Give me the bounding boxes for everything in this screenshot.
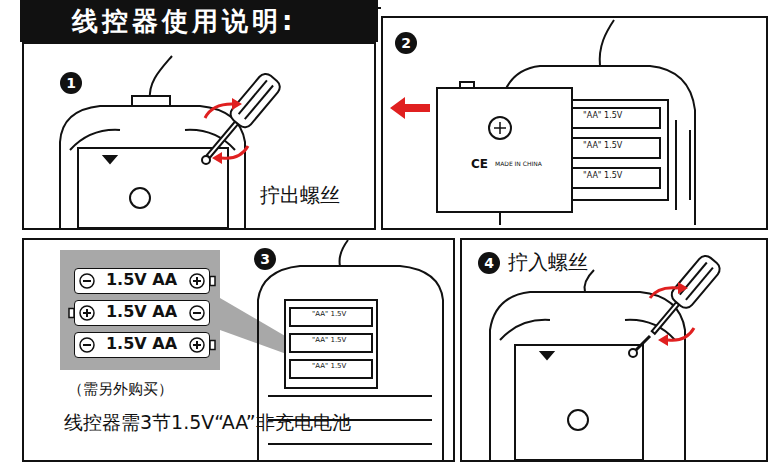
- step-text: 线控器需3节1.5V“AA”非充电电池: [64, 412, 351, 434]
- controller-figure: [490, 270, 685, 460]
- step-panel: 2: [381, 16, 768, 230]
- step-panel: 3 （需另外购买） 线控器需3节1.5V“AA”非充电电池 1.5V AA 1.5V A…: [22, 238, 455, 462]
- callout-box: [60, 250, 220, 370]
- battery-label: 1.5V AA: [106, 303, 177, 321]
- battery-slot-label: "AA" 1.5V: [311, 363, 347, 371]
- callout-number: 2: [395, 32, 417, 54]
- rotate-arrow: [205, 104, 248, 158]
- callout-number: 3: [254, 248, 276, 270]
- battery-label: 1.5V AA: [106, 271, 177, 289]
- screwdriver: [199, 71, 283, 165]
- step-panel: 4 拧入螺丝: [460, 238, 768, 462]
- screwdriver: [644, 253, 723, 340]
- callout-number: 4: [478, 252, 500, 274]
- title-text: 线控器使用说明:: [72, 6, 296, 37]
- battery-label: 1.5V AA: [106, 335, 177, 353]
- battery-row: 1.5V AA: [74, 332, 210, 358]
- battery-slot-label: "AA" 1.5V: [582, 172, 623, 181]
- battery-slot-label: "AA" 1.5V: [311, 337, 347, 345]
- battery-row: 1.5V AA: [74, 268, 210, 294]
- direction-arrow: [390, 97, 430, 119]
- battery-slot-label: "AA" 1.5V: [582, 112, 623, 121]
- cover-marking: CE: [470, 158, 489, 171]
- step-text: 拧出螺丝: [260, 184, 340, 207]
- step-text: （需另外购买）: [68, 381, 173, 398]
- step-text: 拧入螺丝: [508, 251, 588, 274]
- battery-slot-label: "AA" 1.5V: [582, 142, 623, 151]
- battery-row: 1.5V AA: [74, 300, 210, 326]
- callout-wedge: [220, 298, 292, 356]
- step-panel: 1 拧出螺丝: [22, 42, 376, 230]
- battery-slot-label: "AA" 1.5V: [311, 311, 347, 319]
- callout-number: 1: [60, 72, 82, 94]
- rotate-arrow: [650, 288, 694, 341]
- controller-figure: [60, 56, 245, 228]
- cover-marking: MADE IN CHINA: [494, 161, 543, 168]
- title-banner: [20, 0, 378, 42]
- controller-figure: [437, 20, 695, 225]
